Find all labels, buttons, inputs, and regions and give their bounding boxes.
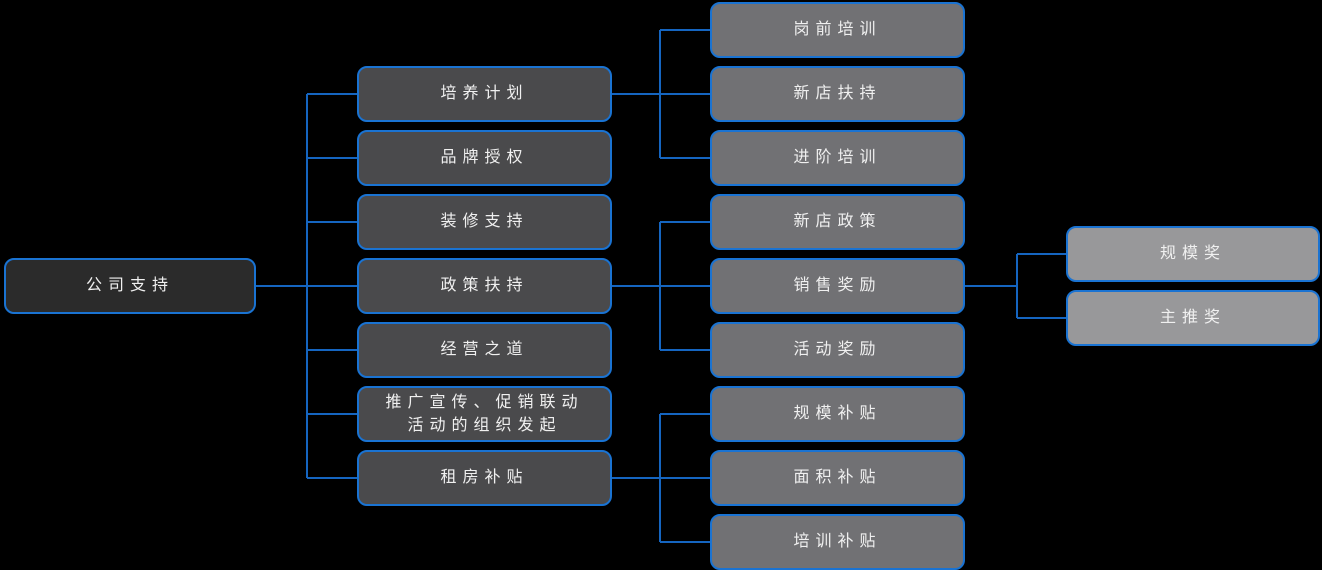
node-pre-job-training[interactable]: 岗前培训 [710,2,965,58]
node-promotion-campaign[interactable]: 推广宣传、促销联动 活动的组织发起 [357,386,612,442]
node-training-plan[interactable]: 培养计划 [357,66,612,122]
node-brand-authorization[interactable]: 品牌授权 [357,130,612,186]
node-label: 品牌授权 [440,149,529,167]
node-label: 新店政策 [793,213,882,231]
node-activity-reward[interactable]: 活动奖励 [710,322,965,378]
node-label: 培养计划 [440,85,529,103]
node-decoration-support[interactable]: 装修支持 [357,194,612,250]
node-label: 政策扶持 [440,277,529,295]
node-label: 装修支持 [440,213,529,231]
node-label: 规模补贴 [793,405,882,423]
node-label: 推广宣传、促销联动 活动的组织发起 [385,393,584,434]
node-label: 进阶培训 [793,149,882,167]
node-scale-award[interactable]: 规模奖 [1066,226,1320,282]
node-label: 公司支持 [85,277,174,295]
node-area-subsidy[interactable]: 面积补贴 [710,450,965,506]
node-new-store-support[interactable]: 新店扶持 [710,66,965,122]
node-label: 活动奖励 [793,341,882,359]
node-scale-subsidy[interactable]: 规模补贴 [710,386,965,442]
node-training-subsidy[interactable]: 培训补贴 [710,514,965,570]
node-company-support[interactable]: 公司支持 [4,258,256,314]
node-label: 岗前培训 [793,21,882,39]
node-advanced-training[interactable]: 进阶培训 [710,130,965,186]
node-sales-reward[interactable]: 销售奖励 [710,258,965,314]
node-label: 主推奖 [1159,309,1226,327]
node-label: 规模奖 [1159,245,1226,263]
node-business-management[interactable]: 经营之道 [357,322,612,378]
node-main-push-award[interactable]: 主推奖 [1066,290,1320,346]
node-policy-support[interactable]: 政策扶持 [357,258,612,314]
node-label: 培训补贴 [793,533,882,551]
node-rent-subsidy[interactable]: 租房补贴 [357,450,612,506]
node-label: 销售奖励 [793,277,882,295]
node-label: 面积补贴 [793,469,882,487]
node-label: 经营之道 [440,341,529,359]
node-new-store-policy[interactable]: 新店政策 [710,194,965,250]
node-label: 新店扶持 [793,85,882,103]
node-label: 租房补贴 [440,469,529,487]
